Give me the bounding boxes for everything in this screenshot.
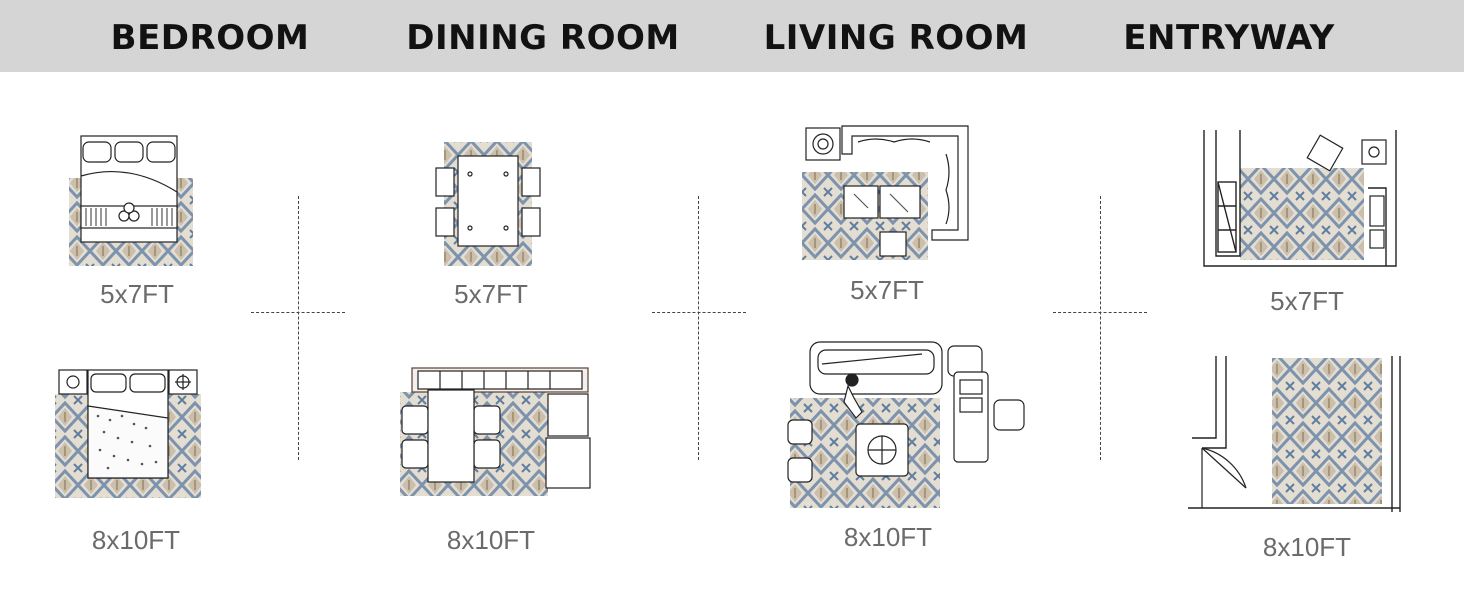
room-title-entryway: ENTRYWAY	[1123, 18, 1335, 58]
rug-5x7	[1240, 168, 1364, 260]
room-title-bedroom: BEDROOM	[110, 18, 310, 58]
rug-8x10	[1272, 358, 1382, 504]
nightstand-left-icon	[58, 369, 88, 395]
size-label-living-5x7: 5x7FT	[850, 275, 924, 305]
size-label-bedroom-8x10: 8x10FT	[91, 525, 181, 555]
bedroom-8x10-plan	[55, 369, 201, 498]
dining-table-icon	[401, 389, 501, 483]
coffee-table-icon	[843, 185, 921, 219]
divider-horizontal-1	[251, 312, 345, 313]
side-table-icon	[1361, 139, 1387, 165]
size-label-living-8x10: 8x10FT	[843, 522, 933, 552]
divider-vertical-2	[698, 196, 699, 460]
bedroom-5x7-plan	[69, 135, 193, 266]
dining-table-icon	[435, 155, 541, 247]
chair-icon	[1306, 134, 1344, 172]
divider-vertical-3	[1100, 196, 1101, 460]
divider-vertical-1	[298, 196, 299, 460]
room-title-living-room: LIVING ROOM	[763, 18, 1029, 58]
chaise-icon	[947, 345, 989, 463]
ottoman-icon	[879, 231, 907, 257]
sectional-sofa-icon	[841, 125, 969, 241]
living-5x7-plan	[802, 125, 969, 260]
wall-outline	[1203, 130, 1397, 267]
bed-icon	[80, 135, 178, 243]
dining-5x7-plan	[435, 142, 541, 266]
stool-icon	[787, 399, 1025, 483]
living-8x10-plan	[787, 341, 1025, 508]
size-label-dining-5x7: 5x7FT	[454, 279, 528, 309]
person-icon	[843, 373, 863, 419]
coffee-table-icon	[855, 423, 909, 477]
side-table-icon	[805, 127, 841, 161]
nightstand-right-icon	[168, 369, 198, 395]
entryway-5x7-plan	[1203, 130, 1397, 267]
bench-icon	[411, 367, 589, 393]
size-label-bedroom-5x7: 5x7FT	[100, 279, 174, 309]
cabinet-icon	[545, 393, 591, 489]
bed-icon	[87, 369, 169, 479]
entryway-8x10-plan	[1188, 356, 1401, 512]
size-label-dining-8x10: 8x10FT	[446, 525, 536, 555]
wall-outline	[1188, 356, 1401, 512]
dining-8x10-plan	[400, 367, 591, 496]
sofa-icon	[809, 341, 943, 395]
divider-horizontal-3	[1053, 312, 1147, 313]
shoe-cabinet-icon	[1369, 195, 1385, 249]
divider-horizontal-2	[652, 312, 746, 313]
size-label-entryway-5x7: 5x7FT	[1270, 286, 1344, 316]
header-bar: BEDROOM DINING ROOM LIVING ROOM ENTRYWAY	[0, 0, 1464, 72]
door-swing-icon	[1201, 447, 1247, 508]
size-label-entryway-8x10: 8x10FT	[1262, 532, 1352, 562]
room-title-dining-room: DINING ROOM	[406, 18, 680, 58]
